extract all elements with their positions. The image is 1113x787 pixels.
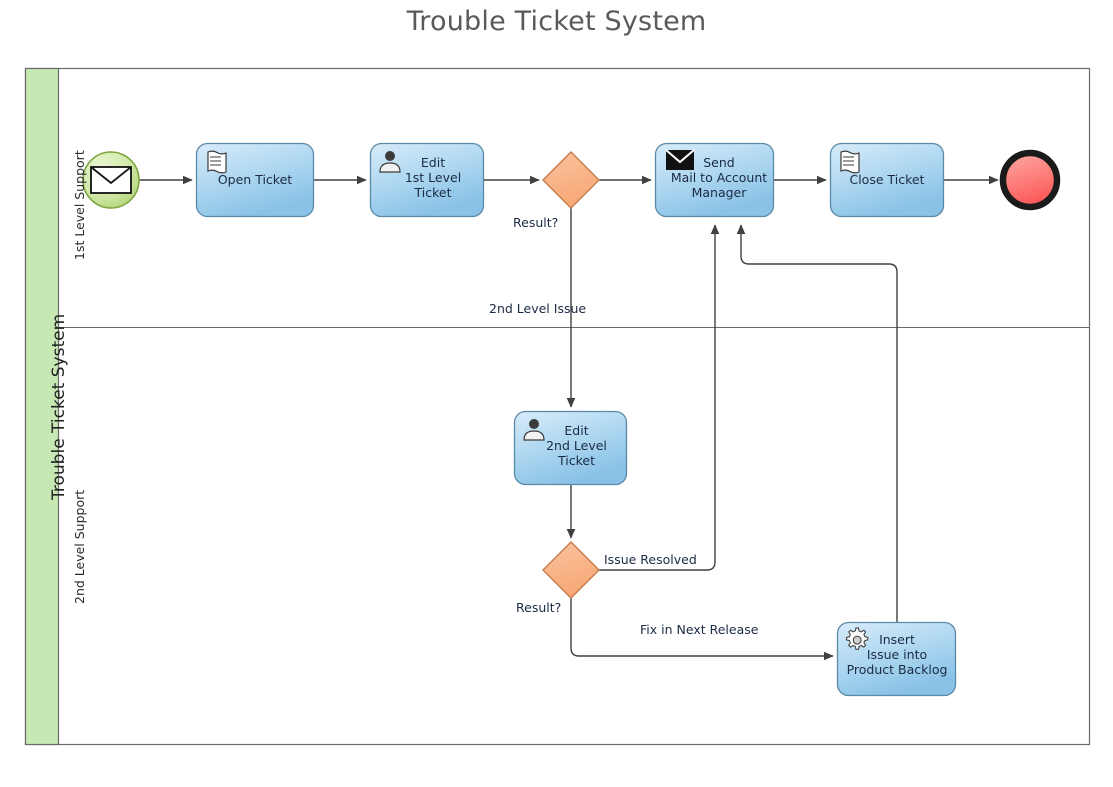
gear-service-icon <box>845 627 869 650</box>
page-title: Trouble Ticket System <box>406 6 707 37</box>
lane-label-2nd-level-support: 2nd Level Support <box>72 489 87 604</box>
flow-insert-issue-to-send-mail <box>736 224 898 622</box>
user-task-icon <box>379 151 401 173</box>
task-edit-1st-level-ticket[interactable] <box>369 142 485 218</box>
gateway-label-1st-level-result: Result? <box>513 215 559 230</box>
flow-label-fix-in-next-release: Fix in Next Release <box>640 622 759 637</box>
lane-label-1st-level-support: 1st Level Support <box>72 150 87 260</box>
task-close-ticket[interactable] <box>829 142 945 218</box>
envelope-filled-icon <box>665 149 695 170</box>
task-open-ticket[interactable] <box>195 142 315 218</box>
start-message-event[interactable] <box>82 151 140 209</box>
flow-label-issue-resolved: Issue Resolved <box>604 552 697 567</box>
user-task-icon <box>523 419 545 441</box>
sequence-flow-layer <box>139 175 999 661</box>
script-document-icon <box>207 150 227 174</box>
end-event[interactable] <box>999 149 1061 211</box>
envelope-outline-icon <box>90 166 132 194</box>
gateway-2nd-level-result[interactable] <box>542 541 600 599</box>
task-insert-issue-into-product-backlog[interactable] <box>836 621 957 697</box>
flow-gateway-2-to-send-mail <box>599 224 720 571</box>
pool-name-band <box>24 67 60 746</box>
flow-label-2nd-level-issue: 2nd Level Issue <box>489 301 587 316</box>
pool-label: Trouble Ticket System <box>49 313 69 500</box>
task-send-mail-to-account-manager[interactable] <box>654 142 775 218</box>
gateway-1st-level-result[interactable] <box>542 151 600 209</box>
script-document-icon <box>840 150 860 174</box>
task-edit-2nd-level-ticket[interactable] <box>513 410 628 486</box>
gateway-label-2nd-level-result: Result? <box>516 600 562 615</box>
flow-gateway-2-to-insert-issue <box>570 598 834 661</box>
